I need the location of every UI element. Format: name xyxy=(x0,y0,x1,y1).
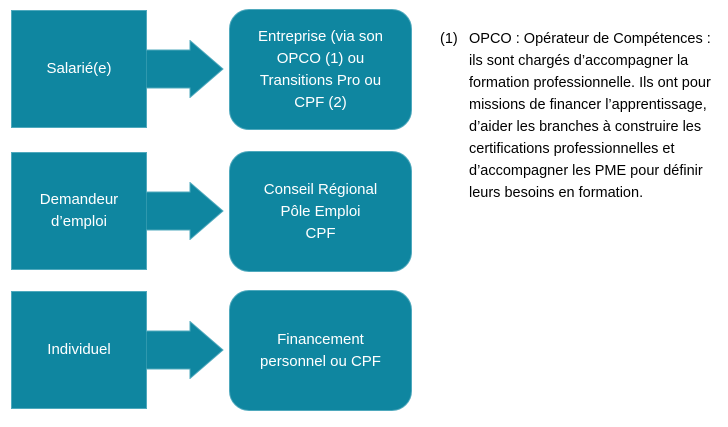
target-box-financement: Financement personnel ou CPF xyxy=(229,290,412,411)
flow-row-demandeur: Demandeur d’emploi Conseil Régional Pôle… xyxy=(11,151,412,272)
target-label: Entreprise (via son OPCO (1) ou Transiti… xyxy=(257,27,384,111)
source-label: Salarié(e) xyxy=(46,60,112,77)
source-box-individuel: Individuel xyxy=(11,291,147,409)
right-arrow-icon xyxy=(146,40,224,98)
source-label: Individuel xyxy=(47,341,111,358)
target-label: Financement personnel ou CPF xyxy=(260,330,381,370)
footnote-text: OPCO : Opérateur de Compétences : ils so… xyxy=(469,31,711,201)
right-arrow-icon xyxy=(146,321,224,379)
flow-row-salarie: Salarié(e) Entreprise (via son OPCO (1) … xyxy=(11,9,412,130)
source-label: Demandeur d’emploi xyxy=(39,191,119,230)
footnote-opco: (1) OPCO : Opérateur de Compétences : il… xyxy=(440,28,726,204)
right-arrow-icon xyxy=(146,182,224,240)
source-box-demandeur: Demandeur d’emploi xyxy=(11,152,147,270)
target-box-entreprise: Entreprise (via son OPCO (1) ou Transiti… xyxy=(229,9,412,130)
target-box-conseil-regional: Conseil Régional Pôle Emploi CPF xyxy=(229,151,412,272)
target-label: Conseil Régional Pôle Emploi CPF xyxy=(263,180,378,242)
footnote-marker: (1) xyxy=(440,31,458,47)
source-box-salarie: Salarié(e) xyxy=(11,10,147,128)
flow-row-individuel: Individuel Financement personnel ou CPF xyxy=(11,290,412,411)
